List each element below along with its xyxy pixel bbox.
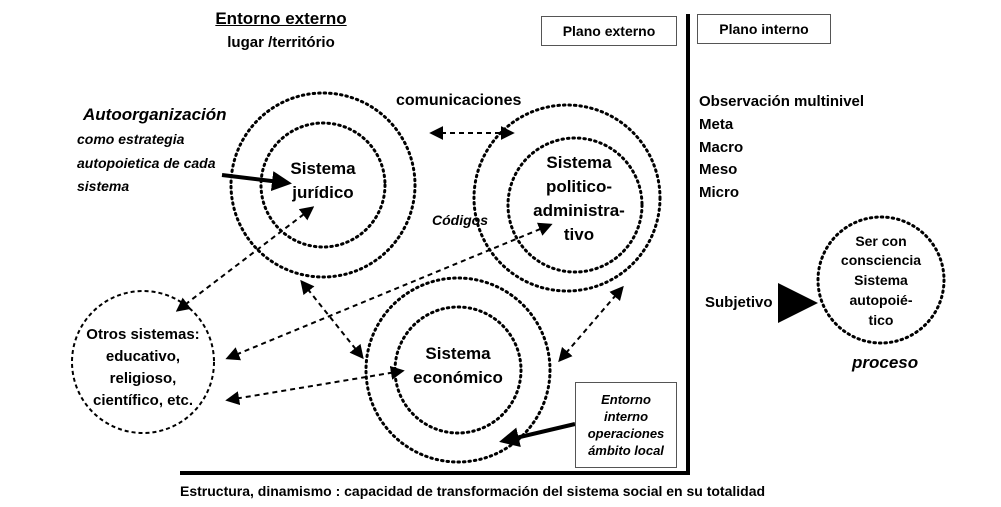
politico-label-1: Sistema bbox=[546, 153, 612, 172]
external-plane-box: Plano externo bbox=[541, 16, 677, 46]
internal-env-line-4: ámbito local bbox=[588, 443, 664, 458]
observation-macro: Macro bbox=[699, 139, 744, 156]
otros-circle bbox=[71, 290, 215, 434]
politico-label-2: politico- bbox=[545, 177, 613, 196]
otros-label-2: educativo, bbox=[105, 348, 181, 365]
juridico-label-1: Sistema bbox=[290, 159, 356, 178]
internal-env-box: Entorno interno operaciones ámbito local bbox=[575, 382, 677, 468]
subjective-label: Subjetivo bbox=[705, 294, 773, 311]
politico-label-3: administra- bbox=[533, 201, 625, 220]
being-label-4: autopoié- bbox=[849, 292, 913, 308]
being-label-3: Sistema bbox=[854, 272, 908, 288]
codes-label: Códigos bbox=[432, 212, 488, 228]
internal-env-line-2: interno bbox=[603, 409, 649, 424]
internal-plane-box: Plano interno bbox=[697, 14, 831, 44]
footer-caption: Estructura, dinamismo : capacidad de tra… bbox=[180, 483, 766, 499]
external-env-title: Entorno externo bbox=[215, 9, 347, 28]
arrow-internal-env-economico bbox=[499, 422, 576, 448]
being-circle bbox=[816, 215, 946, 345]
observation-micro: Micro bbox=[699, 184, 740, 201]
autoorg-line-2: autopoietica de cada bbox=[77, 155, 216, 171]
economico-label-2: económico bbox=[413, 368, 503, 387]
observation-title: Observación multinivel bbox=[699, 93, 865, 110]
being-label-1: Ser con bbox=[855, 233, 907, 249]
economico-label-1: Sistema bbox=[425, 344, 491, 363]
otros-label-1: Otros sistemas: bbox=[86, 326, 200, 343]
observation-meso: Meso bbox=[699, 161, 738, 178]
arrow-politico-economico bbox=[558, 285, 624, 363]
internal-env-line-3: operaciones bbox=[587, 426, 665, 441]
process-label: proceso bbox=[852, 353, 919, 372]
internal-env-line-1: Entorno bbox=[601, 392, 651, 407]
politico-inner-circle bbox=[506, 136, 644, 274]
autoorg-title: Autoorganización bbox=[83, 105, 227, 124]
otros-label-4: científico, etc. bbox=[92, 392, 194, 409]
communications-label: comunicaciones bbox=[396, 92, 522, 109]
being-label-5: tico bbox=[868, 312, 894, 328]
external-env-subtitle: lugar /território bbox=[227, 34, 335, 51]
arrow-juridico-economico bbox=[300, 279, 364, 360]
autoorg-line-1: como estrategia bbox=[77, 131, 185, 147]
autoorg-line-3: sistema bbox=[77, 178, 130, 194]
otros-label-3: religioso, bbox=[109, 370, 177, 387]
politico-label-4: tivo bbox=[563, 225, 595, 244]
observation-meta: Meta bbox=[699, 116, 734, 133]
arrow-otros-juridico bbox=[175, 206, 315, 312]
politico-outer-circle bbox=[472, 103, 662, 293]
juridico-inner-circle bbox=[259, 121, 387, 249]
arrow-otros-politico bbox=[225, 222, 553, 361]
being-label-2: consciencia bbox=[840, 252, 922, 268]
arrow-autoorg-juridico bbox=[221, 171, 292, 192]
juridico-label-2: jurídico bbox=[292, 183, 354, 202]
arrow-otros-economico bbox=[225, 365, 405, 406]
